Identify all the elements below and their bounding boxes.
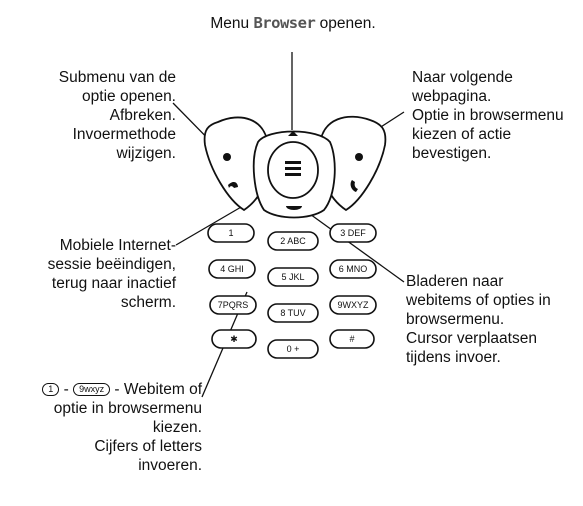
callout-line: scherm. — [4, 293, 176, 312]
callout-line: - Webitem of — [114, 381, 202, 398]
callout-line: optie openen. — [4, 87, 176, 106]
callout-line: bevestigen. — [412, 144, 580, 163]
key-label: 7PQRS — [218, 300, 249, 310]
callout-line: Cursor verplaatsen — [406, 329, 580, 348]
key-label: 1 — [228, 228, 233, 238]
key-label: ✱ — [230, 334, 238, 344]
callout-line: Optie in browsermenu — [412, 106, 580, 125]
callout-line: invoeren. — [4, 456, 202, 475]
callout-line: terug naar inactief — [4, 274, 176, 293]
callout-line: optie in browsermenu — [4, 399, 202, 418]
callout-line: webitems of opties in — [406, 291, 580, 310]
callout-top: Menu Browser openen. — [178, 14, 408, 33]
callout-line: tijdens invoer. — [406, 348, 580, 367]
callout-line: webpagina. — [412, 87, 580, 106]
key-label: 2 ABC — [280, 236, 306, 246]
callout-line: sessie beëindigen, — [4, 255, 176, 274]
callout-line: browsermenu. — [406, 310, 580, 329]
callout-mid-right: Bladeren naar webitems of opties in brow… — [406, 272, 580, 367]
key-label: 0 + — [287, 344, 300, 354]
callout-top-keyword: Browser — [253, 14, 315, 32]
key-chip-1: 1 — [42, 383, 59, 396]
key-chip-9: 9wxyz — [73, 383, 110, 396]
key-label: 4 GHI — [220, 264, 244, 274]
callout-line: kiezen of actie — [412, 125, 580, 144]
callout-line: Invoermethode — [4, 125, 176, 144]
callout-first-line: 1 - 9wxyz - Webitem of — [4, 380, 202, 399]
callout-line: Afbreken. — [4, 106, 176, 125]
key-label: 8 TUV — [280, 308, 305, 318]
key-label: 5 JKL — [281, 272, 304, 282]
key-label: 3 DEF — [340, 228, 366, 238]
key-range-separator: - — [64, 381, 69, 398]
callout-top-prefix: Menu — [210, 15, 249, 32]
callout-top-left: Submenu van de optie openen. Afbreken. I… — [4, 68, 176, 163]
callout-line: kiezen. — [4, 418, 202, 437]
callout-line: Mobiele Internet- — [4, 236, 176, 255]
key-label: 9WXYZ — [337, 300, 369, 310]
callout-line: Bladeren naar — [406, 272, 580, 291]
callout-line: Cijfers of letters — [4, 437, 202, 456]
key-label: # — [349, 334, 354, 344]
callout-line: Naar volgende — [412, 68, 580, 87]
callout-bottom-left: 1 - 9wxyz - Webitem of optie in browserm… — [4, 380, 202, 475]
callout-mid-left: Mobiele Internet- sessie beëindigen, ter… — [4, 236, 176, 312]
callout-top-right: Naar volgende webpagina. Optie in browse… — [412, 68, 580, 163]
key-label: 6 MNO — [339, 264, 368, 274]
callout-line: Submenu van de — [4, 68, 176, 87]
callout-top-suffix: openen. — [320, 15, 376, 32]
callout-line: wijzigen. — [4, 144, 176, 163]
